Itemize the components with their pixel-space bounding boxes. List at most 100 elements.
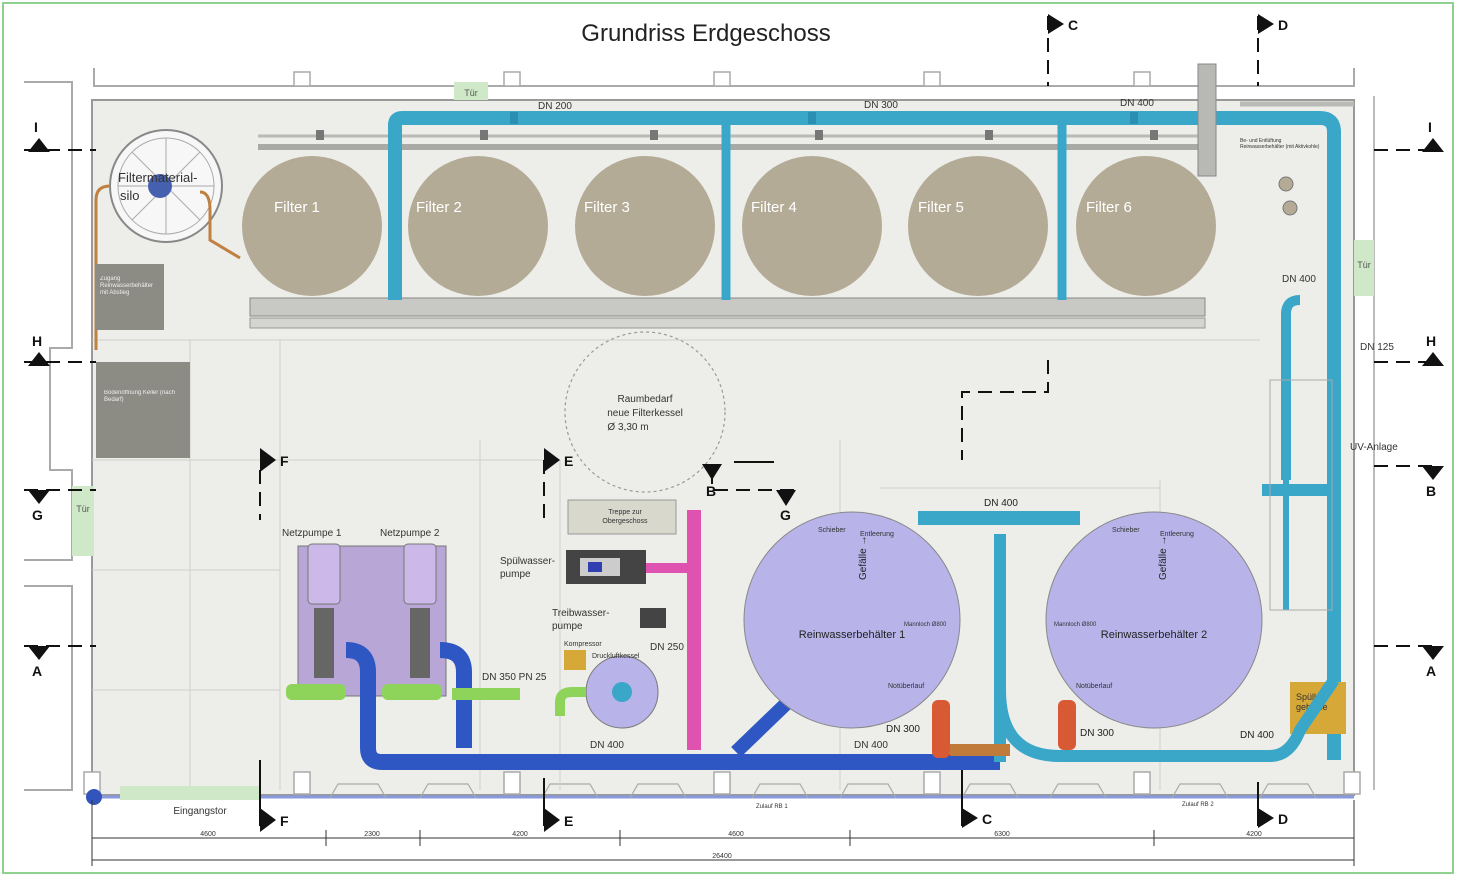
filter-1-label: Filter 1 — [274, 199, 320, 216]
zugang-label: Zugang Reinwasserbehälter mit Abstieg — [100, 276, 154, 296]
drawing-title: Grundriss Erdgeschoss — [581, 20, 831, 47]
dn350-label: DN 350 PN 25 — [482, 672, 547, 683]
dim-3: 4200 — [512, 831, 528, 838]
section-h-left: H — [32, 333, 42, 349]
filter-piping: DN 200 DN 300 DN 400 DN 400 DN 125 — [249, 63, 1394, 760]
pump-area: Netzpumpe 1 Netzpumpe 2 DN 350 PN 25 DN … — [282, 528, 1006, 770]
overflow-2 — [1058, 700, 1076, 750]
dn125-label: DN 125 — [1360, 342, 1394, 353]
door-right — [1354, 240, 1374, 296]
zugang-room — [96, 264, 164, 330]
netzpumpe-1-motor — [307, 543, 341, 605]
silo-label-1: Filtermaterial- — [118, 170, 197, 185]
filter-4 — [742, 156, 882, 296]
entleerung-1-label: Entleerung — [860, 531, 894, 538]
bodenoeffnung-label: Bodenöffnung Keller (nach Bedarf) — [104, 390, 175, 403]
section-d-bottom: D — [1278, 811, 1288, 827]
rwb-1-label: Reinwasserbehälter 1 — [799, 629, 905, 641]
dn300-label: DN 300 — [864, 100, 898, 111]
dim-6: 4200 — [1246, 831, 1262, 838]
dim-1: 4600 — [200, 831, 216, 838]
door-right-label: Tür — [1357, 260, 1371, 270]
netzpumpe-1-base — [286, 684, 346, 700]
rwb-2-label: Reinwasserbehälter 2 — [1101, 629, 1207, 641]
dn200-label: DN 200 — [538, 101, 572, 112]
section-f-bottom: F — [280, 813, 289, 829]
netzpumpe-2-label: Netzpumpe 2 — [380, 528, 440, 539]
dn400-right-label: DN 400 — [1282, 274, 1316, 285]
rooms: Zugang Reinwasserbehälter mit Abstieg Bo… — [96, 138, 1398, 734]
dim-4: 4600 — [728, 831, 744, 838]
uv-label: UV-Anlage — [1350, 442, 1398, 453]
dimension-labels: 4600 2300 4200 4600 6300 4200 26400 — [200, 831, 1262, 860]
section-g-left: G — [32, 507, 43, 523]
entrance-gate-label: Eingangstor — [173, 806, 227, 817]
filter-3-label: Filter 3 — [584, 199, 630, 216]
schieber-1-label: Schieber — [818, 527, 846, 534]
netzpumpe-2-body — [410, 608, 430, 678]
section-arrows — [28, 14, 1444, 832]
section-i-right: I — [1428, 119, 1432, 135]
section-d-top: D — [1278, 17, 1288, 33]
dn400-top-label: DN 400 — [1120, 98, 1154, 109]
druckluft-label: Druckluftkessel — [592, 653, 640, 660]
filter-6-label: Filter 6 — [1086, 199, 1132, 216]
notueberlauf-2-label: Notüberlauf — [1076, 683, 1112, 690]
kompressor-label: Kompressor — [564, 641, 602, 648]
gefaelle-1-label: Gefälle → — [858, 536, 869, 580]
section-g-mid: G — [780, 507, 791, 523]
treibwasser-label-2: pumpe — [552, 621, 583, 632]
treppe-room — [567, 499, 677, 535]
reinwasserbehaelter-1 — [743, 511, 961, 729]
spuelwasser-label-2: pumpe — [500, 569, 531, 580]
dim-5: 6300 — [994, 831, 1010, 838]
netzpumpe-1-label: Netzpumpe 1 — [282, 528, 342, 539]
door-top — [454, 82, 488, 100]
raumbedarf-label-1: Raumbedarf — [617, 394, 672, 405]
treppe-label: Treppe zur Obergeschoss — [602, 509, 648, 525]
section-h-right: H — [1426, 333, 1436, 349]
section-c-top: C — [1068, 17, 1078, 33]
raumbedarf-label-3: Ø 3,30 m — [607, 422, 648, 433]
dn250-label: DN 250 — [650, 642, 684, 653]
section-e-bottom: E — [564, 813, 573, 829]
beentlueftung-label: Be- und Entlüftung Reinwasserbehälter (m… — [1240, 138, 1320, 150]
bodenoeffnung-room — [96, 362, 190, 458]
dim-total: 26400 — [712, 853, 732, 860]
mannloch-1-label: Mannloch Ø800 — [904, 622, 947, 628]
section-f-top: F — [280, 453, 289, 469]
entrance-gate — [120, 786, 260, 800]
filter-4-label: Filter 4 — [751, 199, 797, 216]
filter-material-silo: Filtermaterial- silo — [94, 129, 241, 350]
dn400-bottom-label: DN 400 — [590, 740, 624, 751]
section-i-left: I — [34, 119, 38, 135]
section-a-left: A — [32, 663, 42, 679]
section-e-top: E — [564, 453, 573, 469]
section-b-mid: B — [706, 483, 716, 499]
filters: Filter 1 Filter 2 Filter 3 Filter 4 Filt… — [242, 156, 1216, 296]
netzpumpe-1-body — [314, 608, 334, 678]
auxiliary-equipment: Spülwasser- pumpe Treibwasser- pumpe Kom… — [500, 510, 701, 750]
dim-2: 2300 — [364, 831, 380, 838]
reinwasserbehaelter-2 — [1045, 511, 1263, 729]
overflow-1 — [932, 700, 950, 758]
netzpumpe-2-base — [382, 684, 442, 700]
treibwasserpumpe — [640, 608, 666, 628]
raumbedarf-label-2: neue Filterkessel — [607, 408, 683, 419]
dn400-tank-label: DN 400 — [984, 498, 1018, 509]
dn300-tank2-label: DN 300 — [1080, 728, 1114, 739]
section-b-right: B — [1426, 483, 1436, 499]
filter-6 — [1076, 156, 1216, 296]
section-labels: C D C D F F E E B G I I H H G B A A — [32, 17, 1436, 829]
filter-3 — [575, 156, 715, 296]
door-top-label: Tür — [464, 88, 478, 98]
silo-label-2: silo — [120, 188, 140, 203]
spuelwasser-label-1: Spülwasser- — [500, 556, 555, 567]
filter-5 — [908, 156, 1048, 296]
dn400-bottom2-label: DN 400 — [854, 740, 888, 751]
schieber-2-label: Schieber — [1112, 527, 1140, 534]
door-left-label: Tür — [76, 504, 90, 514]
dn300-tank1-label: DN 300 — [886, 724, 920, 735]
gefaelle-2-label: Gefälle → — [1158, 536, 1169, 580]
